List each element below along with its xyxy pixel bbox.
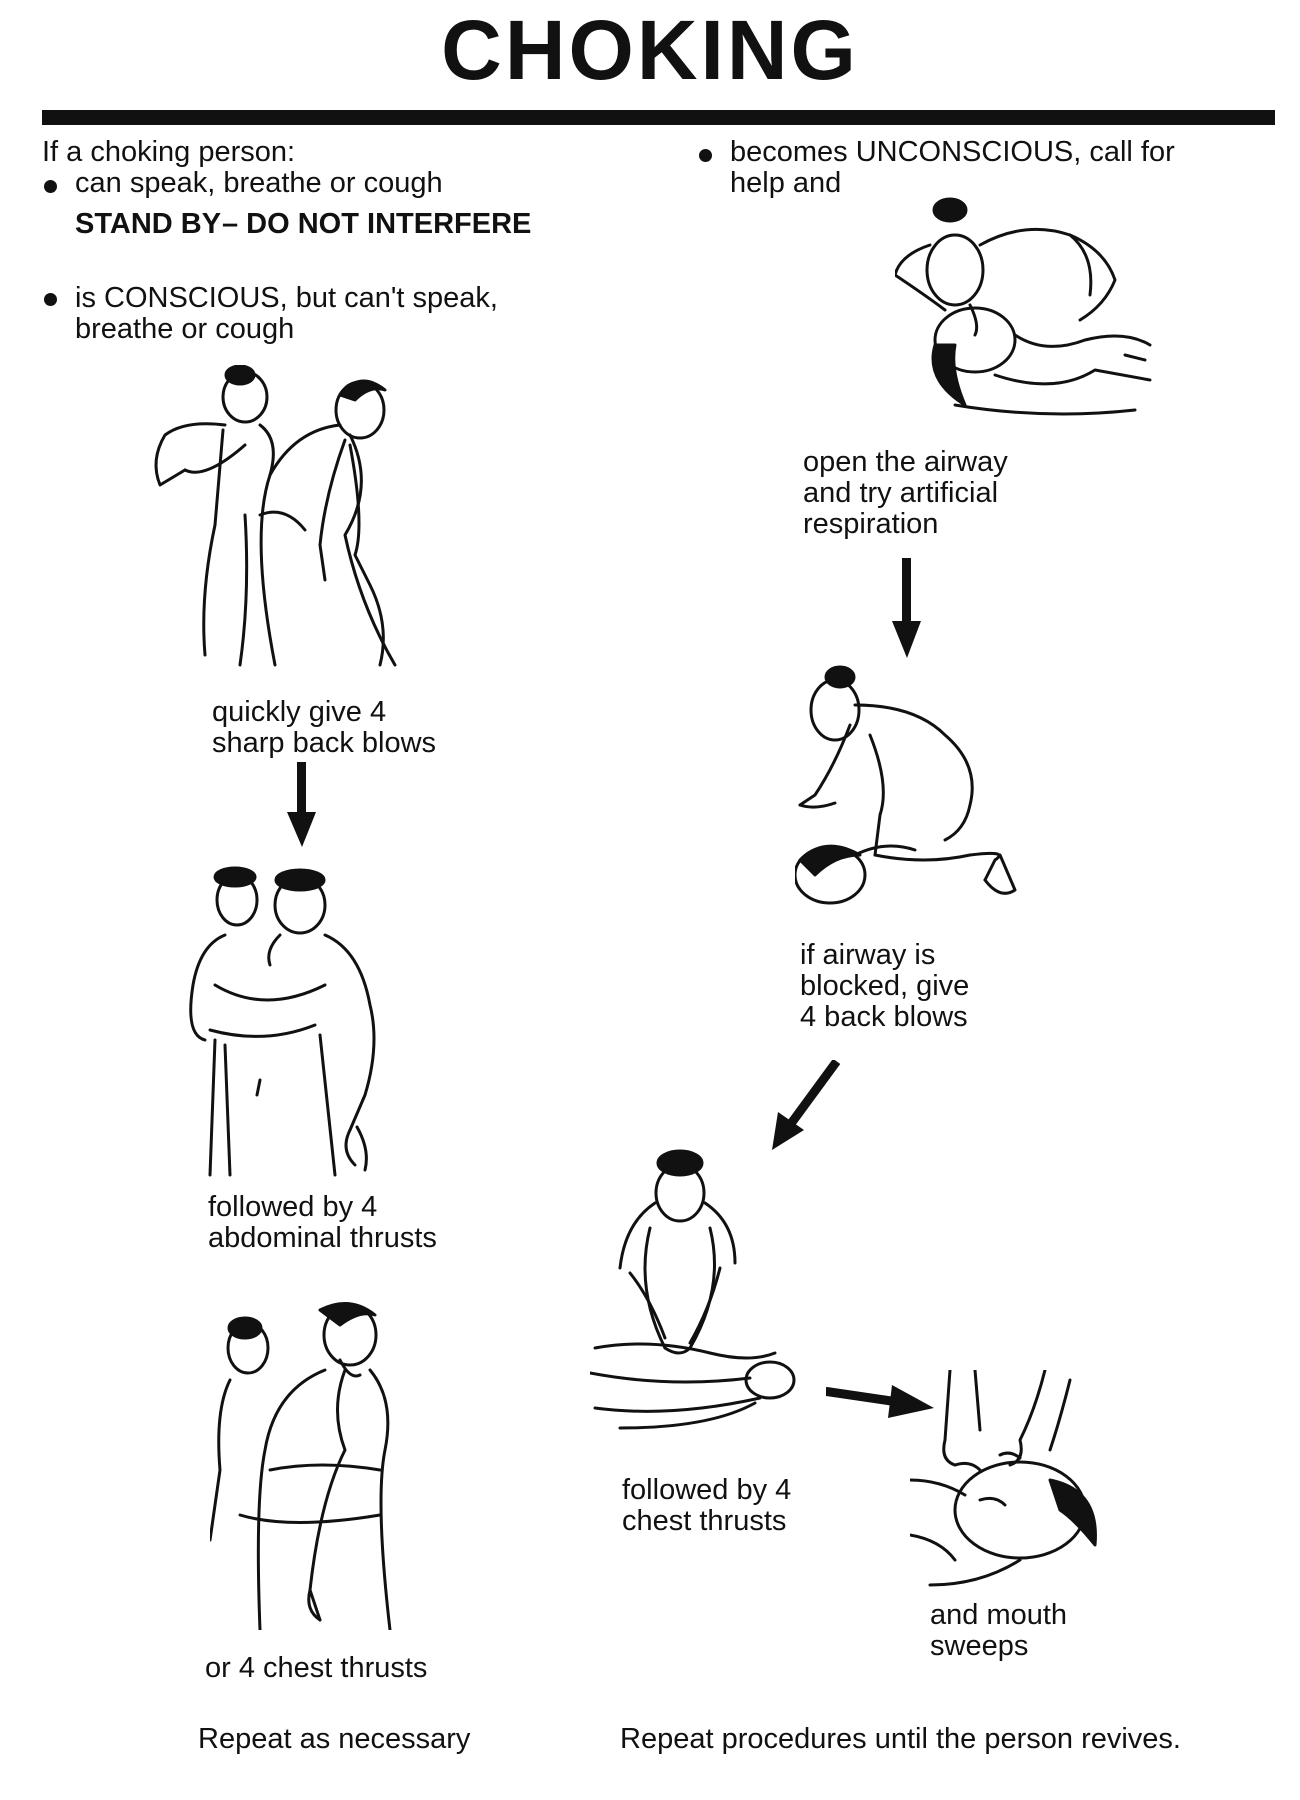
step-blocked-line1: if airway is [800,939,936,971]
bullet-conscious-line2: breathe or cough [75,313,295,345]
title-divider [42,110,1275,125]
step-lying-chest-line2: chest thrusts [622,1505,787,1537]
kneeling-back-blows-illustration [795,665,1045,925]
bullet-icon [44,293,57,306]
step-open-airway-line3: respiration [803,508,939,540]
lying-chest-thrusts-illustration [590,1148,805,1448]
step-lying-chest-line1: followed by 4 [622,1474,792,1506]
bullet-icon [44,180,57,193]
left-footer-text: Repeat as necessary [198,1723,471,1755]
step-mouth-sweeps-line1: and mouth [930,1599,1068,1631]
arrow-down-icon [892,558,922,658]
step-mouth-sweeps-line2: sweeps [930,1630,1029,1662]
back-blows-illustration [145,365,445,675]
step-chest-thrusts-text: or 4 chest thrusts [205,1652,428,1684]
arrow-right-icon [826,1380,934,1420]
arrow-down-icon [287,762,317,847]
bullet-conscious-line1: is CONSCIOUS, but can't speak, [75,282,498,314]
right-footer-text: Repeat procedures until the person reviv… [620,1723,1181,1755]
do-not-interfere-text: – DO NOT INTERFERE [222,208,532,240]
stand-by-text: STAND BY [75,208,222,240]
arrow-down-left-icon [772,1060,842,1150]
step-open-airway-line2: and try artificial [803,477,999,509]
step-abdominal-line1: followed by 4 [208,1191,378,1223]
step-back-blows-line1: quickly give 4 [212,696,387,728]
page-title: CHOKING [441,3,859,97]
step-back-blows-line2: sharp back blows [212,727,437,759]
abdominal-thrusts-illustration [185,865,425,1185]
intro-text: If a choking person: [42,136,296,168]
bullet-icon [699,149,712,162]
artificial-respiration-illustration [895,195,1155,425]
bullet-speak-text: can speak, breathe or cough [75,167,443,199]
bullet-unconscious-line1: becomes UNCONSCIOUS, call for [730,136,1175,168]
step-blocked-line3: 4 back blows [800,1001,968,1033]
standing-chest-thrusts-illustration [210,1300,430,1630]
step-blocked-line2: blocked, give [800,970,970,1002]
bullet-unconscious-line2: help and [730,167,842,199]
mouth-sweeps-illustration [910,1370,1110,1590]
step-abdominal-line2: abdominal thrusts [208,1222,437,1254]
step-open-airway-line1: open the airway [803,446,1008,478]
